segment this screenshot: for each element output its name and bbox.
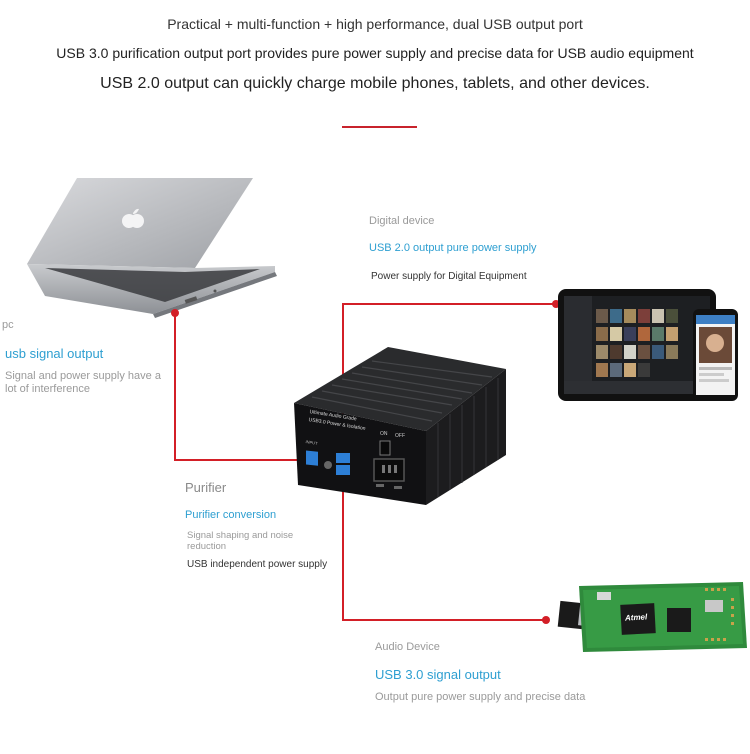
audio-label: Audio Device [375,641,440,653]
connector-dot-audio [542,616,550,624]
purifier-title: Purifier conversion [185,509,277,521]
laptop-image [27,178,277,318]
purifier-label: Purifier [185,480,227,495]
digital-label: Digital device [369,215,435,227]
header-line-1: Practical + multi-function + high perfor… [167,16,583,32]
audio-board-image [557,582,747,652]
digital-desc: Power supply for Digital Equipment [371,271,527,282]
switch-off-label: OFF [395,433,405,439]
pc-label: pc [2,319,14,331]
wire-pc-to-box [174,459,313,461]
connector-dot-digital [552,300,560,308]
phone-image [693,309,738,401]
switch-on-label: ON [380,431,388,437]
wire-audio-across [342,619,544,621]
digital-title: USB 2.0 output pure power supply [369,242,537,254]
header-line-2: USB 3.0 purification output port provide… [56,45,694,61]
purifier-note: USB independent power supply [187,559,328,570]
pc-desc: Signal and power supply have a lot of in… [5,370,161,395]
wire-audio-down [342,484,344,620]
purifier-desc: Signal shaping and noise reduction [187,530,294,552]
audio-title: USB 3.0 signal output [375,667,501,682]
audio-desc: Output pure power supply and precise dat… [375,691,586,703]
tablet-image [558,289,716,401]
wire-pc-down [174,313,176,460]
red-divider [342,126,417,128]
wire-digital-across [342,303,554,305]
header-line-3: USB 2.0 output can quickly charge mobile… [100,75,650,92]
purifier-box-image [294,347,506,505]
board-chip-label: Atmel [624,612,648,623]
apple-logo-icon [122,208,144,228]
pc-title: usb signal output [5,346,104,361]
